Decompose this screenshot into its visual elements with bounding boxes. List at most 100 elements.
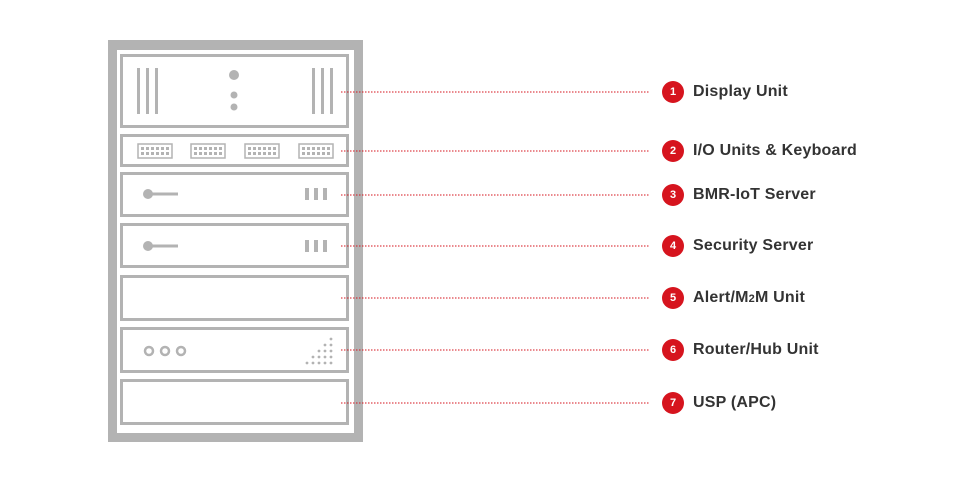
number-badge: 5: [662, 287, 684, 309]
keyboard-key: [307, 152, 310, 155]
keyboard-key: [263, 147, 266, 150]
label-prefix: Alert/M: [693, 289, 749, 306]
keyboard-key: [307, 147, 310, 150]
keyboard-key: [248, 147, 251, 150]
keyboard-key: [253, 152, 256, 155]
component-name: Router/Hub Unit: [693, 341, 819, 358]
keyboard-key: [214, 152, 217, 155]
keyboard-key: [219, 147, 222, 150]
component-label-4: 4 Security Server: [662, 235, 813, 257]
keyboard-block: [137, 143, 173, 159]
keyboard-key: [258, 147, 261, 150]
vent-dot: [305, 361, 309, 365]
server-unit-icon: [120, 172, 349, 217]
vent-dot: [323, 349, 327, 353]
keyboard-block: [244, 143, 280, 159]
keyboard-key: [166, 152, 169, 155]
vent-dot: [317, 355, 321, 359]
keyboard-key: [268, 152, 271, 155]
component-name: Alert/M2M Unit: [693, 289, 805, 307]
number-badge: 1: [662, 81, 684, 103]
vent-dot: [329, 349, 333, 353]
keyboard-key: [141, 152, 144, 155]
number-badge: 3: [662, 184, 684, 206]
keyboard-key: [214, 147, 217, 150]
number-badge: 7: [662, 392, 684, 414]
keyboard-key: [268, 147, 271, 150]
keyboard-key: [199, 147, 202, 150]
keyboard-key: [253, 147, 256, 150]
keyboard-key: [209, 152, 212, 155]
keyboard-key: [204, 147, 207, 150]
keyboard-key: [166, 147, 169, 150]
keyboard-key: [204, 152, 207, 155]
keyboard-key: [199, 152, 202, 155]
keyboard-block: [298, 143, 334, 159]
keyboard-block: [190, 143, 226, 159]
keyboard-key: [248, 152, 251, 155]
component-label-3: 3 BMR-IoT Server: [662, 184, 816, 206]
component-label-6: 6 Router/Hub Unit: [662, 339, 819, 361]
component-label-2: 2 I/O Units & Keyboard: [662, 140, 857, 162]
component-label-1: 1 Display Unit: [662, 81, 788, 103]
vent-dot: [317, 361, 321, 365]
keyboard-key: [209, 147, 212, 150]
label-subscript: 2: [748, 293, 755, 305]
keyboard-key: [317, 152, 320, 155]
keyboard-key: [302, 152, 305, 155]
vent-dot: [323, 361, 327, 365]
keyboard-key: [258, 152, 261, 155]
leader-lines: [341, 91, 650, 404]
keyboard-key: [141, 147, 144, 150]
keyboard-key: [327, 152, 330, 155]
display-unit-icon: [120, 54, 349, 128]
vent-dot: [311, 355, 315, 359]
component-name: I/O Units & Keyboard: [693, 142, 858, 159]
number-badge: 6: [662, 339, 684, 361]
keyboard-key: [312, 152, 315, 155]
keyboard-key: [161, 152, 164, 155]
component-label-7: 7 USP (APC): [662, 392, 776, 414]
vent-dot: [323, 355, 327, 359]
keyboard-key: [146, 152, 149, 155]
keyboard-unit-icon: [120, 134, 349, 167]
component-name: BMR-IoT Server: [693, 186, 816, 203]
keyboard-key: [194, 152, 197, 155]
keyboard-key: [161, 147, 164, 150]
keyboard-key: [156, 152, 159, 155]
component-name: Security Server: [693, 237, 814, 254]
keyboard-key: [151, 147, 154, 150]
keyboard-key: [327, 147, 330, 150]
keyboard-key: [146, 147, 149, 150]
keyboard-key: [273, 147, 276, 150]
component-name: Display Unit: [693, 83, 788, 100]
keyboard-key: [302, 147, 305, 150]
vent-dot: [323, 343, 327, 347]
label-suffix: M Unit: [754, 289, 806, 306]
keyboard-key: [312, 147, 315, 150]
keyboard-key: [219, 152, 222, 155]
server-unit-icon: [120, 223, 349, 268]
vent-dot: [329, 361, 333, 365]
number-badge: 4: [662, 235, 684, 257]
vent-dot: [317, 349, 321, 353]
vent-dot: [311, 361, 315, 365]
keyboard-key: [151, 152, 154, 155]
blank-unit-icon: [120, 275, 349, 321]
keyboard-key: [317, 147, 320, 150]
keyboard-key: [194, 147, 197, 150]
vent-dot: [329, 355, 333, 359]
keyboard-key: [156, 147, 159, 150]
blank-unit-icon: [120, 379, 349, 425]
vent-dot: [329, 337, 333, 341]
router-unit-icon: [120, 327, 349, 373]
keyboard-key: [322, 147, 325, 150]
keyboard-key: [263, 152, 266, 155]
component-name: USP (APC): [693, 394, 777, 411]
vent-dot: [329, 343, 333, 347]
keyboard-key: [273, 152, 276, 155]
component-label-5: 5 Alert/M2M Unit: [662, 287, 805, 309]
number-badge: 2: [662, 140, 684, 162]
